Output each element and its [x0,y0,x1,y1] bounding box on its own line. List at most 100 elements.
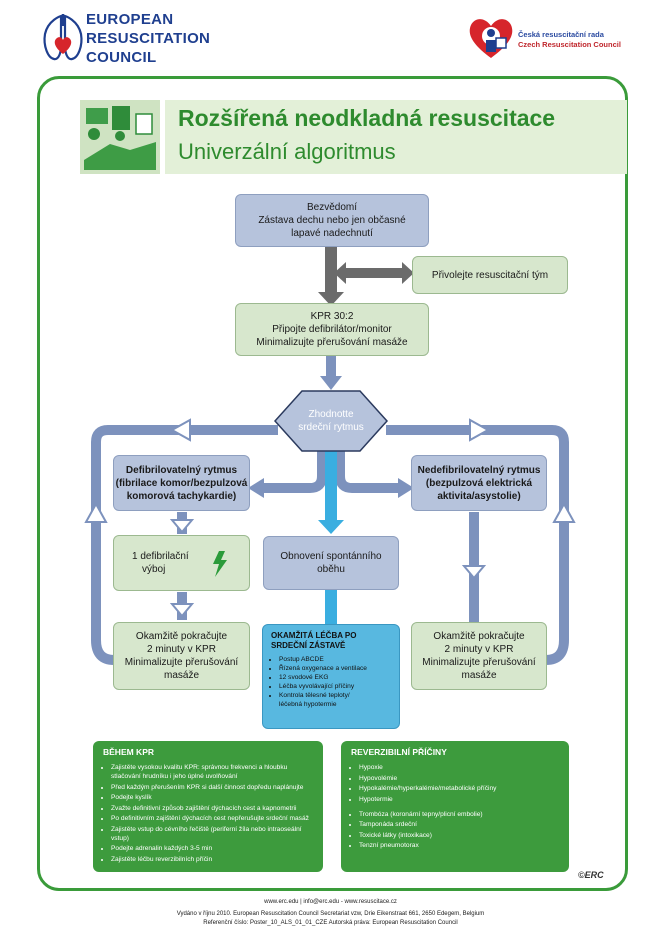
branch-to-shockable [262,448,327,493]
during-cpr-panel: BĚHEM KPR Zajistěte vysokou kvalitu KPR:… [93,741,323,872]
box-line: Připojte defibrilátor/monitor [272,324,392,335]
box-rosc: Obnovení spontánního oběhu [263,536,399,590]
box-line: Okamžitě pokračujte [135,631,228,642]
list-item: Hypoxie [359,763,559,772]
reversible-causes-list-2: Trombóza (koronární tepny/plicní embolie… [351,810,559,851]
box-line: Okamžitě pokračujte [433,631,525,642]
erc-name: EUROPEAN RESUSCITATION COUNCIL [86,10,210,67]
loop-right-bottom [545,639,569,665]
box-line: Minimalizujte přerušování [422,657,536,668]
box-line: aktivita/asystolie) [437,490,521,502]
arrow-head-left-up [84,501,108,523]
footer-publisher: Vydáno v říjnu 2010. European Resuscitat… [176,911,485,917]
assess-rhythm-label: Zhodnotte srdeční rytmus [286,404,376,438]
post-arrest-title-line: OKAMŽITÁ LÉČBA PO [271,631,357,640]
box-line: KPR 30:2 [310,311,354,322]
loop-top-right [386,425,569,640]
arrow-head-to-shockable [248,478,264,498]
box-line: Zhodnotte [308,409,354,420]
box-resume-cpr-right: Okamžitě pokračujte 2 minuty v KPR Minim… [411,622,547,690]
list-item: Podejte kyslík [111,793,313,802]
box-line: výboj [142,564,166,575]
footer-links[interactable]: www.erc.edu | info@erc.edu - www.resusci… [264,899,397,905]
box-line: Minimalizujte přerušování [124,657,239,668]
during-cpr-title: BĚHEM KPR [103,747,155,757]
arrow-head-nonshockable-to-resume [461,565,487,580]
box-line: komorová tachykardie) [126,490,237,502]
box-line: Zástava dechu nebo jen občasné [258,215,406,226]
list-item: Hypovolémie [359,774,559,783]
list-item: Trombóza (koronární tepny/plicní embolie… [359,810,559,819]
post-arrest-title-line: SRDEČNÍ ZÁSTAVĚ [271,641,346,650]
box-line: Bezvědomí [306,202,358,213]
box-line: 2 minuty v KPR [444,644,514,655]
post-arrest-list: Postup ABCDE Řízená oxygenace a ventilac… [271,655,391,700]
list-item: 12 svodové EKG [279,673,391,682]
crr-name-cz: Česká resuscitační rada [518,30,604,39]
box-unresponsive: Bezvědomí Zástava dechu nebo jen občasné… [235,194,429,247]
resuscitation-photo [80,100,160,174]
list-item: Zajistěte vstup do cévního řečiště (peri… [111,825,313,843]
reversible-causes-list-1: Hypoxie Hypovolémie Hypokalémie/hyperkal… [351,763,559,804]
box-shockable: Defibrilovatelný rytmus (fibrilace komor… [113,455,250,511]
list-item: Tamponáda srdeční [359,820,559,829]
reversible-causes-title: REVERZIBILNÍ PŘÍČINY [351,747,447,757]
loop-top-left [91,425,278,640]
box-shock: 1 defibrilační výboj [113,535,250,591]
list-item: Postup ABCDE [279,655,391,664]
arrow-head-top-left [169,418,191,442]
box-call-team: Přivolejte resuscitační tým [412,256,568,294]
arrow-head-shock-to-resume [169,603,195,618]
title-band [165,100,627,174]
box-line: Nedefibrilovatelný rytmus [417,464,541,476]
list-item: Podejte adrenalin každých 3-5 min [111,844,313,853]
arrow-head-call-team-left [334,262,346,284]
arrow-call-team [344,268,404,278]
resuscitation-scene-icon [80,100,160,174]
crr-name-en: Czech Resuscitation Council [518,40,621,49]
arrow-head-top-right [469,418,491,442]
list-item: Toxické látky (intoxikace) [359,831,559,840]
box-resume-cpr-left: Okamžitě pokračujte 2 minuty v KPR Minim… [113,622,250,690]
box-line: srdeční rytmus [298,422,364,433]
list-item: Zajistěte vysokou kvalitu KPR: správnou … [111,763,313,781]
box-line: lapavé nadechnutí [291,228,373,239]
list-item: Hypotermie [359,795,559,804]
list-item: Řízená oxygenace a ventilace [279,664,391,673]
list-item: Léčba vyvolávající příčiny [279,682,391,691]
loop-left-bottom [91,639,115,665]
box-line: masáže [163,670,199,681]
arrow-head-to-nonshockable [398,478,414,498]
arrow-head-right-up [552,501,576,523]
arrow-to-rosc [325,450,337,522]
box-nonshockable: Nedefibrilovatelný rytmus (bezpulzová el… [411,455,547,511]
crr-logo-icon [469,19,513,58]
arrow-head-cpr-to-assess [320,376,342,390]
page-title: Rozšířená neodkladná resuscitace [178,105,556,131]
list-item: Zajistěte léčbu reverzibilních příčin [111,855,313,864]
list-item: Hypokalémie/hyperkalémie/metabolické pří… [359,784,559,793]
list-item: Před každým přerušením KPR si další činn… [111,783,313,792]
during-cpr-list: Zajistěte vysokou kvalitu KPR: správnou … [103,763,313,864]
post-arrest-title: OKAMŽITÁ LÉČBA PO SRDEČNÍ ZÁSTAVĚ [271,631,391,651]
post-arrest-care-box: OKAMŽITÁ LÉČBA PO SRDEČNÍ ZÁSTAVĚ Postup… [262,624,400,729]
reversible-causes-panel: REVERZIBILNÍ PŘÍČINY Hypoxie Hypovolémie… [341,741,569,872]
poster-frame [37,76,628,891]
crr-name: Česká resuscitační rada Czech Resuscitat… [518,30,621,50]
arrow-start-to-cpr [325,246,337,294]
list-item: Kontrola tělesné teploty/ [279,691,391,700]
erc-copyright-mark: ©ERC [578,870,604,880]
arrow-cpr-to-assess [326,356,336,378]
arrow-head-shockable-to-shock [169,519,195,534]
list-item-continued: léčebná hypotermie [279,701,337,708]
footer-reference: Referenční číslo: Poster_10_ALS_01_01_CZ… [203,920,458,926]
list-item: Po definitivním zajištění dýchacích cest… [111,814,313,823]
box-line: 1 defibrilační [132,551,189,562]
erc-logo-icon [43,14,83,61]
list-item: Zvažte definitivní způsob zajištění dých… [111,804,313,813]
arrow-head-to-rosc [318,520,344,534]
box-line: 2 minuty v KPR [147,644,216,655]
arrow-head-call-team-right [402,262,414,284]
list-item: Tenzní pneumotorax [359,841,559,850]
branch-to-nonshockable [335,448,400,493]
